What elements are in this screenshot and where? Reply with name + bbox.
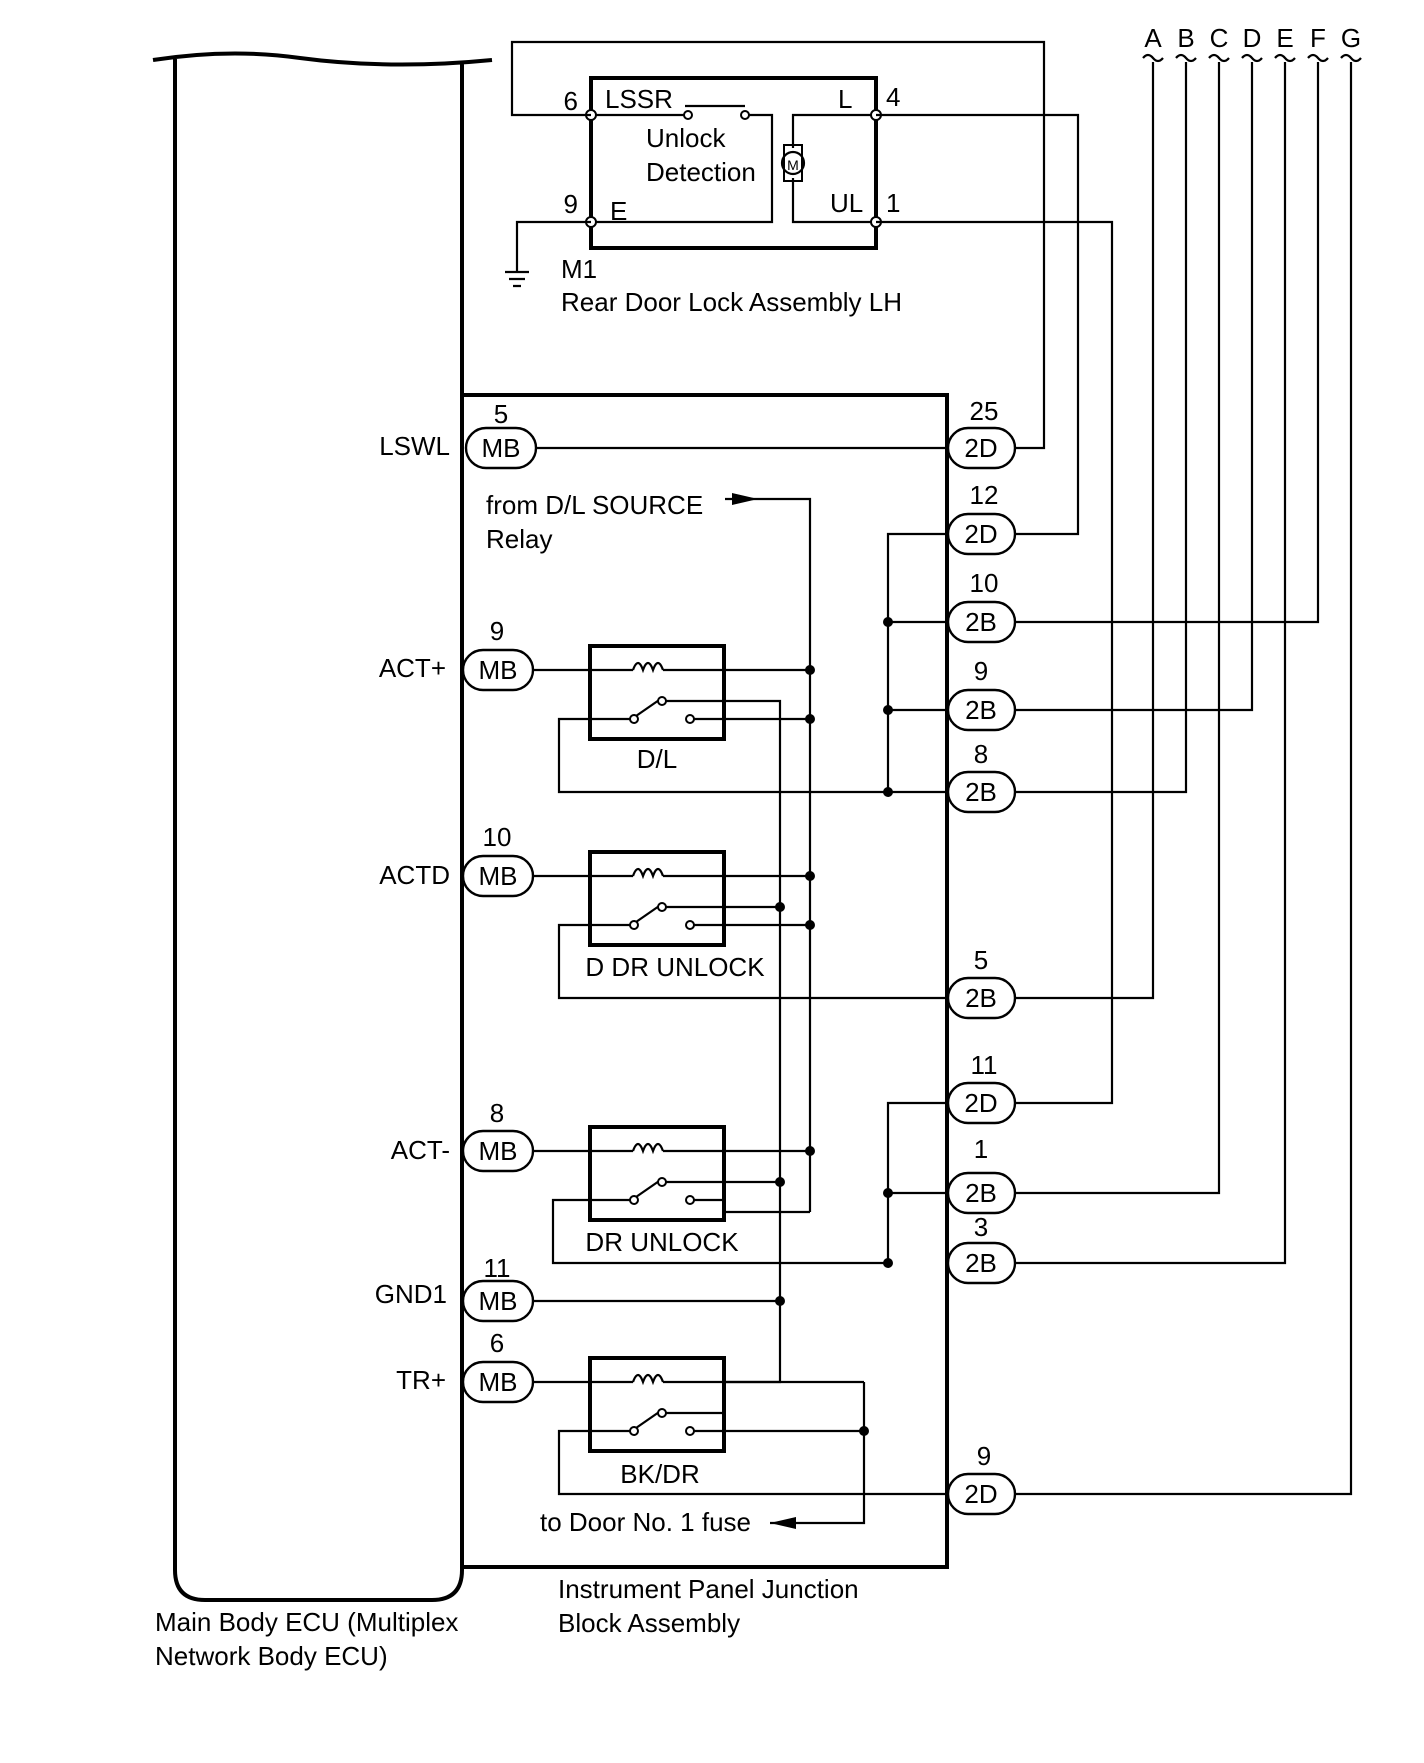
signal-gnd1: GND1 <box>375 1279 447 1309</box>
svg-text:5: 5 <box>974 945 988 975</box>
relay-dl: D/L <box>588 644 726 774</box>
connector-2b-3: 3 2B <box>946 1212 1017 1285</box>
relay-bk-dr: BK/DR <box>588 1356 726 1489</box>
svg-text:3: 3 <box>974 1212 988 1242</box>
lock-pin-6: 6 <box>564 86 578 116</box>
svg-text:MB: MB <box>482 433 521 463</box>
source-relay-line1: from D/L SOURCE <box>486 490 703 520</box>
signal-tr-plus: TR+ <box>396 1365 446 1395</box>
lock-lssr-label: LSSR <box>605 84 673 114</box>
svg-text:9: 9 <box>974 656 988 686</box>
svg-text:12: 12 <box>970 480 999 510</box>
signal-actd: ACTD <box>379 860 450 890</box>
svg-text:9: 9 <box>977 1441 991 1471</box>
bus-letters: A B C D E F G <box>1142 23 1362 63</box>
svg-text:2D: 2D <box>964 519 997 549</box>
svg-text:2B: 2B <box>965 1248 997 1278</box>
svg-text:25: 25 <box>970 396 999 426</box>
bus-letter-f: F <box>1310 23 1326 53</box>
lock-ul-label: UL <box>830 188 863 218</box>
signal-act-plus: ACT+ <box>379 653 446 683</box>
connector-2d-9: 9 2D <box>946 1441 1017 1516</box>
svg-text:2B: 2B <box>965 777 997 807</box>
relay-label: D DR UNLOCK <box>585 952 765 982</box>
junction-block-name: Instrument Panel Junction Block Assembly <box>558 1574 859 1638</box>
ecu-outline <box>152 51 493 1602</box>
connector-2b-9: 9 2B <box>946 656 1017 732</box>
signal-act-minus: ACT- <box>391 1135 450 1165</box>
bus-letter-b: B <box>1177 23 1194 53</box>
svg-text:MB: MB <box>479 1136 518 1166</box>
mb-connector-11: MB <box>461 1279 535 1323</box>
motor-icon: M <box>787 157 799 173</box>
lock-pin-9: 9 <box>564 189 578 219</box>
connector-2d-11: 11 2D <box>946 1050 1017 1125</box>
svg-text:Block Assembly: Block Assembly <box>558 1608 740 1638</box>
svg-text:2D: 2D <box>964 1479 997 1509</box>
ecu-name: Main Body ECU (Multiplex Network Body EC… <box>155 1607 458 1671</box>
mb-connector-6: MB <box>461 1360 535 1404</box>
source-relay-line2: Relay <box>486 524 552 554</box>
mb-pin-10: 10 <box>483 822 512 852</box>
relay-label: D/L <box>637 744 677 774</box>
lock-pin-4: 4 <box>886 82 900 112</box>
relay-d-dr-unlock: D DR UNLOCK <box>585 850 765 982</box>
svg-text:MB: MB <box>479 1367 518 1397</box>
svg-text:Main Body ECU (Multiplex: Main Body ECU (Multiplex <box>155 1607 458 1637</box>
svg-text:Instrument Panel Junction: Instrument Panel Junction <box>558 1574 859 1604</box>
bus-letter-e: E <box>1276 23 1293 53</box>
lock-pin-1: 1 <box>886 188 900 218</box>
mb-pin-6: 6 <box>490 1328 504 1358</box>
bus-letter-c: C <box>1210 23 1229 53</box>
fuse-text: to Door No. 1 fuse <box>540 1507 751 1537</box>
junction-block-outline <box>460 393 949 1569</box>
signal-lswl: LSWL <box>379 431 450 461</box>
svg-text:Network Body ECU): Network Body ECU) <box>155 1641 388 1671</box>
mb-connector-8: MB <box>461 1129 535 1173</box>
connector-2d-12: 12 2D <box>946 480 1017 556</box>
svg-text:2B: 2B <box>965 607 997 637</box>
bus-letter-a: A <box>1144 23 1162 53</box>
lock-l-label: L <box>838 84 852 114</box>
relay-dr-unlock: DR UNLOCK <box>585 1125 739 1257</box>
svg-text:2D: 2D <box>964 1088 997 1118</box>
svg-text:10: 10 <box>970 568 999 598</box>
unlock-detection-line1: Unlock <box>646 123 726 153</box>
svg-text:2B: 2B <box>965 1178 997 1208</box>
mb-connector-9: MB <box>461 648 535 692</box>
svg-text:11: 11 <box>971 1050 998 1080</box>
mb-pin-5: 5 <box>494 399 508 429</box>
bus-letter-g: G <box>1341 23 1361 53</box>
svg-text:2B: 2B <box>965 695 997 725</box>
svg-text:MB: MB <box>479 861 518 891</box>
svg-text:2B: 2B <box>965 983 997 1013</box>
svg-text:MB: MB <box>479 1286 518 1316</box>
connector-2b-8: 8 2B <box>946 739 1017 814</box>
mb-connector-5: MB <box>464 426 538 470</box>
lock-name: Rear Door Lock Assembly LH <box>561 287 902 317</box>
relay-label: DR UNLOCK <box>585 1227 739 1257</box>
mb-pin-8: 8 <box>490 1098 504 1128</box>
svg-text:1: 1 <box>974 1134 988 1164</box>
mb-pin-11: 11 <box>484 1253 511 1283</box>
lock-e-label: E <box>610 196 627 226</box>
relay-label: BK/DR <box>620 1459 699 1489</box>
mb-pin-9: 9 <box>490 616 504 646</box>
arrow-icon <box>770 1517 796 1529</box>
ground-icon <box>505 220 591 288</box>
svg-text:8: 8 <box>974 739 988 769</box>
connector-2b-10: 10 2B <box>946 568 1017 644</box>
arrow-icon <box>732 493 758 505</box>
connector-2b-1: 1 2B <box>946 1134 1017 1215</box>
svg-text:2D: 2D <box>964 433 997 463</box>
unlock-detection-line2: Detection <box>646 157 756 187</box>
bus-letter-d: D <box>1243 23 1262 53</box>
mb-connector-10: MB <box>461 854 535 898</box>
svg-text:MB: MB <box>479 655 518 685</box>
lock-id: M1 <box>561 254 597 284</box>
connector-2b-5: 5 2B <box>946 945 1017 1020</box>
rear-door-lock-assembly: M 6 LSSR Unlock Detection 9 E L 4 UL 1 M… <box>561 76 902 317</box>
connector-2d-25: 25 2D <box>946 396 1017 470</box>
